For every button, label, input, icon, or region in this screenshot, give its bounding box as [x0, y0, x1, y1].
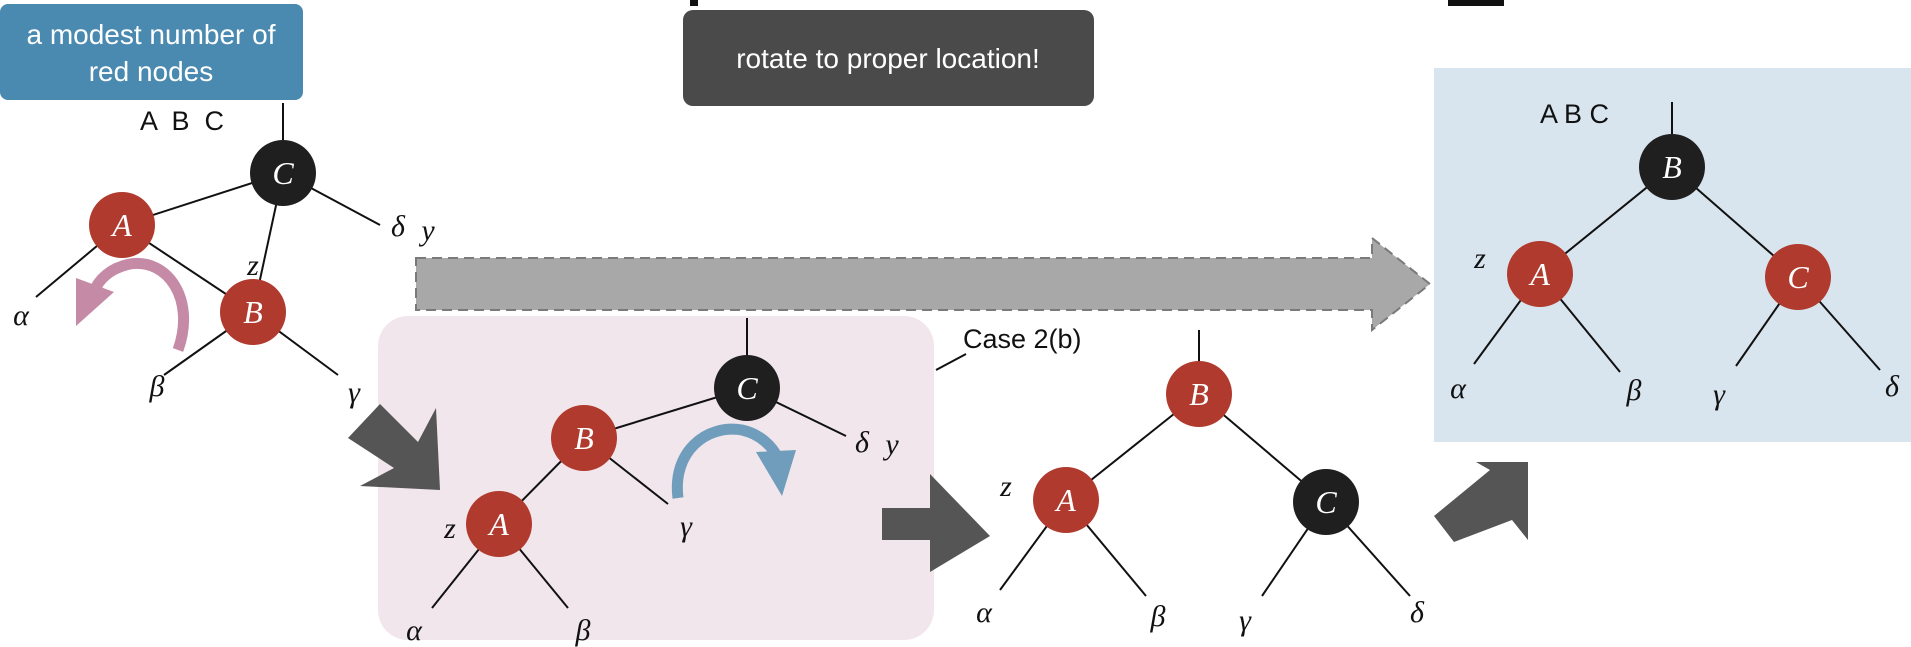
leaf-label: α: [1450, 372, 1467, 405]
tree-node-c-black: [1293, 469, 1359, 535]
leaf-label: β: [149, 370, 165, 403]
tree-node-b-black: [1639, 134, 1705, 200]
heading-fragment: [1448, 0, 1504, 6]
abc-label-left: A B C: [140, 106, 224, 136]
leaf-label: γ: [1239, 604, 1252, 637]
tree-node-label: C: [272, 155, 294, 191]
case-leader-line: [935, 353, 967, 371]
variable-label: z: [999, 470, 1012, 503]
tree-node-c-red: [1765, 244, 1831, 310]
tree-node-c-black: [714, 355, 780, 421]
arrow-down-right: [348, 404, 440, 490]
arrow-up-right: [1434, 462, 1528, 542]
tree-node-b-red: [1166, 361, 1232, 427]
rotate-callout: [683, 10, 1094, 106]
tree-nodes: C A B C B A B A C B A C: [89, 134, 1831, 557]
variable-label: z: [1473, 242, 1486, 275]
abc-label-right: A B C: [1540, 99, 1609, 129]
rotate-left-icon: [76, 257, 189, 352]
tree-node-label: C: [1315, 484, 1337, 520]
red-nodes-callout: [0, 4, 303, 100]
tree-node-a-red: [89, 192, 155, 258]
tree-node-label: A: [487, 506, 509, 542]
leaf-label: β: [1150, 600, 1166, 633]
arrow-right: [882, 474, 990, 572]
tree-leaves: α β γ δ z y α β γ δ z y α β γ δ z α β γ δ z: [13, 210, 1900, 647]
leaf-label: δ: [1410, 596, 1425, 629]
leaf-label: β: [1626, 374, 1642, 407]
variable-label: z: [443, 512, 456, 545]
rotate-callout-text: rotate to proper location!: [736, 43, 1040, 74]
tree-node-label: A: [1528, 256, 1550, 292]
tree-node-label: A: [1054, 482, 1076, 518]
leaf-label: γ: [680, 510, 693, 543]
tree-node-label: A: [110, 207, 132, 243]
tree-node-label: B: [1662, 149, 1682, 185]
leaf-label: δ: [1885, 370, 1900, 403]
leaf-label: γ: [1713, 378, 1726, 411]
heading-fragment: [690, 0, 698, 6]
tree-node-label: C: [1787, 259, 1809, 295]
tree-node-label: C: [736, 370, 758, 406]
tree-node-a-red: [1033, 467, 1099, 533]
variable-label: y: [418, 214, 435, 247]
leaf-label: α: [13, 299, 30, 332]
leaf-label: δ: [855, 426, 870, 459]
leaf-label: α: [976, 596, 993, 629]
tree-node-label: B: [1189, 376, 1209, 412]
tree-node-a-red: [1507, 241, 1573, 307]
leaf-label: γ: [348, 376, 361, 409]
tree-node-a-red: [466, 491, 532, 557]
leaf-label: α: [406, 614, 423, 647]
rotate-right-icon: [671, 423, 796, 499]
transform-band-arrow: [415, 235, 1432, 333]
case-label: Case 2(b): [963, 324, 1082, 354]
variable-label: y: [882, 428, 899, 461]
tree-node-b-red: [220, 279, 286, 345]
rotation-panel-pink: [378, 316, 934, 640]
leaf-label: δ: [391, 210, 406, 243]
variable-label: z: [246, 249, 259, 282]
leaf-label: β: [575, 614, 591, 647]
tree-node-b-red: [551, 405, 617, 471]
tree-node-label: B: [243, 294, 263, 330]
tree-node-label: B: [574, 420, 594, 456]
tree-node-c-black: [250, 140, 316, 206]
